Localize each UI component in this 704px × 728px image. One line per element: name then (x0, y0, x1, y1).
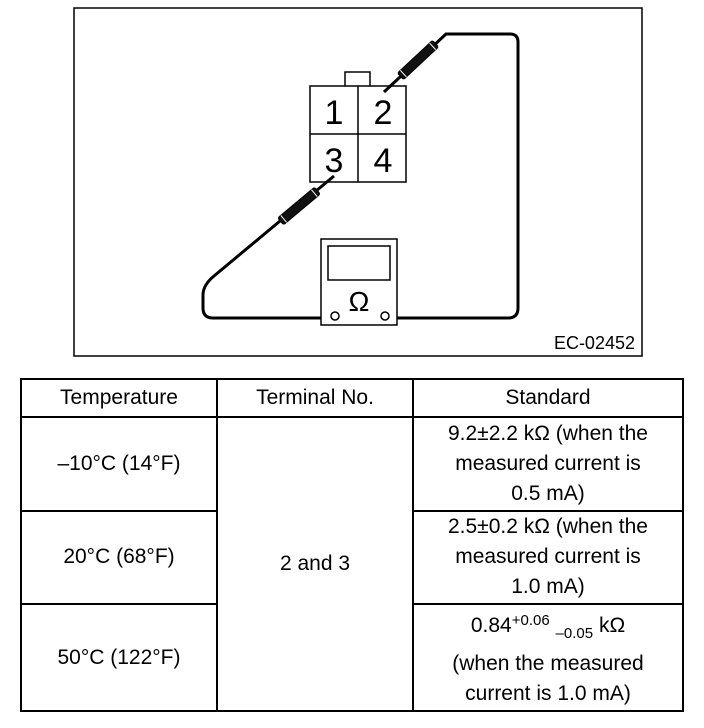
terminal-3-label: 3 (325, 142, 344, 180)
lead-wire-positive (382, 32, 520, 320)
probe-positive (397, 40, 439, 80)
table-row: 50°C (122°F) 0.84+0.06 –0.05 kΩ (when th… (20, 603, 684, 712)
standard-line: 1.0 mA) (511, 575, 585, 599)
standard-line: 0.5 mA) (511, 481, 585, 505)
probe-negative (278, 187, 320, 225)
resistance-spec-table: Temperature Terminal No. Standard –10°C … (20, 378, 684, 712)
standard-cell: 9.2±2.2 kΩ (when the measured current is… (412, 416, 684, 512)
standard-line: current is 1.0 mA) (465, 682, 631, 706)
ohm-symbol: Ω (349, 286, 370, 317)
ohmmeter: Ω (320, 238, 398, 326)
terminal-2-label: 2 (374, 94, 393, 132)
header-temperature: Temperature (20, 378, 218, 418)
standard-line: 9.2±2.2 kΩ (when the (447, 421, 648, 445)
terminal-4-label: 4 (374, 142, 393, 180)
meter-terminal-negative (330, 311, 340, 321)
terminal-1-label: 1 (325, 94, 344, 132)
temperature-cell: 20°C (68°F) (20, 509, 218, 606)
standard-tolerance-line: 0.84+0.06 –0.05 kΩ (418, 606, 678, 649)
header-terminal-no: Terminal No. (216, 378, 414, 418)
standard-cell: 2.5±0.2 kΩ (when the measured current is… (412, 509, 684, 606)
terminal-cell: 2 and 3 (216, 416, 414, 712)
standard-base-value: 0.84 (470, 614, 512, 638)
standard-line: 2.5±0.2 kΩ (when the (447, 515, 648, 539)
connector: 1 2 3 4 (309, 71, 407, 183)
circuit-diagram: 1 2 3 4 Ω EC-02452 (73, 7, 643, 357)
meter-display (327, 245, 391, 281)
temperature-cell: –10°C (14°F) (20, 416, 218, 512)
table-row: –10°C (14°F) 2 and 3 9.2±2.2 kΩ (when th… (20, 416, 684, 712)
standard-upper-tolerance: +0.06 (511, 612, 550, 630)
connector-lock-tab (344, 71, 371, 88)
meter-terminal-positive (380, 311, 390, 321)
temperature-cell: 50°C (122°F) (20, 603, 218, 712)
standard-lower-tolerance: –0.05 (555, 625, 594, 643)
header-standard: Standard (412, 378, 684, 418)
table-row: 20°C (68°F) 2.5±0.2 kΩ (when the measure… (20, 509, 684, 606)
standard-line: (when the measured (452, 652, 644, 676)
standard-line: measured current is (455, 451, 641, 475)
lead-wire-negative (201, 174, 335, 320)
standard-line: measured current is (455, 545, 641, 569)
table-header-row: Temperature Terminal No. Standard (20, 378, 684, 418)
figure-code: EC-02452 (554, 333, 635, 353)
diagram-frame (73, 7, 643, 357)
standard-cell: 0.84+0.06 –0.05 kΩ (when the measured cu… (412, 603, 684, 712)
standard-unit: kΩ (598, 614, 626, 638)
